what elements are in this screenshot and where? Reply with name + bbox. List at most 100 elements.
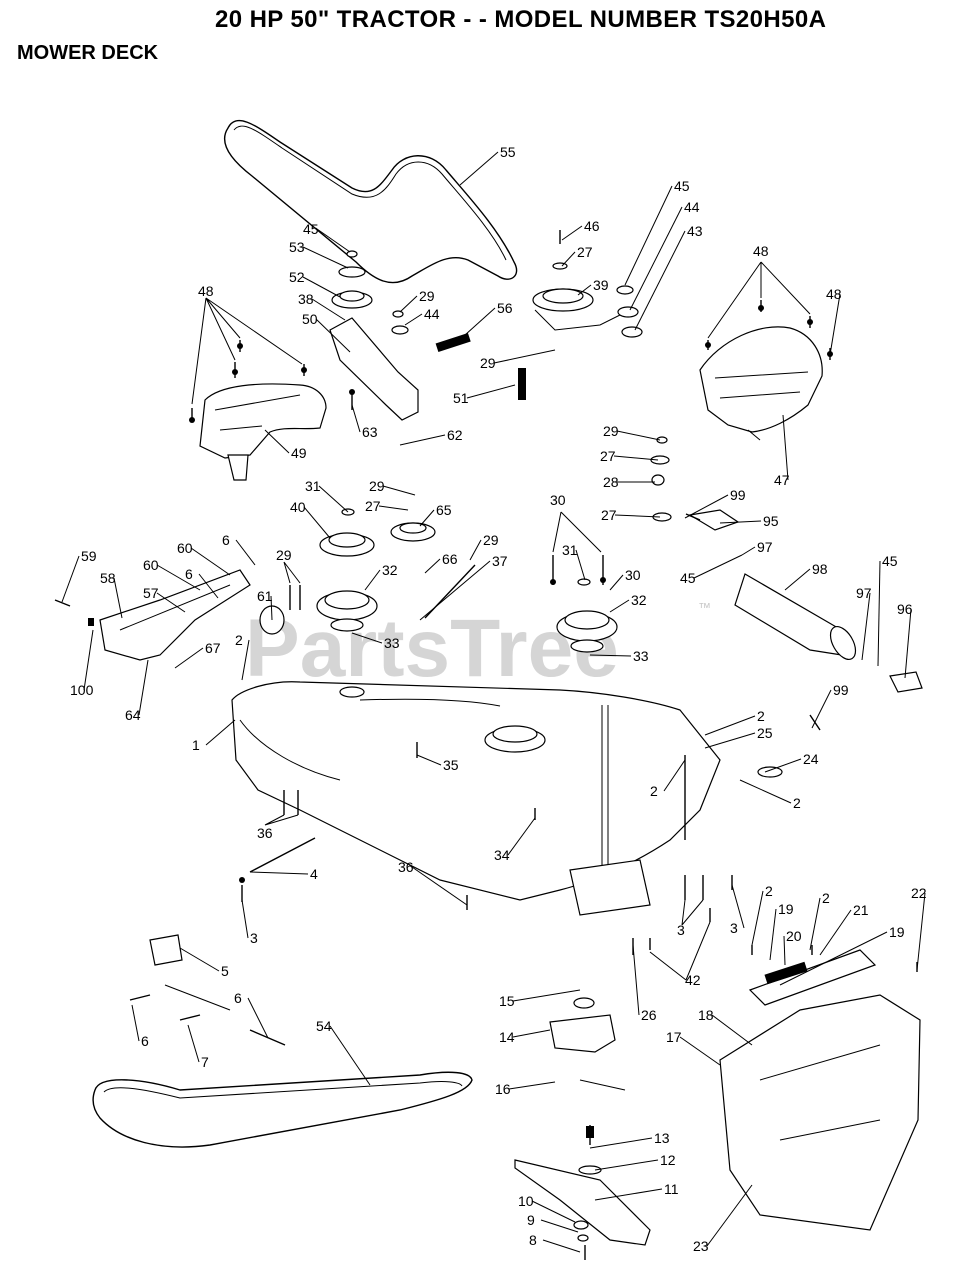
- callout-leader-c11: [594, 1188, 663, 1201]
- callout-leader-c30b: [609, 574, 624, 591]
- callout-c2e: 2: [765, 883, 773, 899]
- callout-leader-c39: [577, 284, 592, 296]
- callout-c32a: 32: [382, 562, 398, 578]
- callout-leader-c27c: [614, 514, 661, 518]
- blade-clutch: [549, 1014, 616, 1053]
- callout-c45b: 45: [674, 178, 690, 194]
- callout-c2b: 2: [757, 708, 765, 724]
- rear-spring: [764, 961, 808, 985]
- callout-c62: 62: [447, 427, 463, 443]
- callout-c56: 56: [497, 300, 513, 316]
- watermark-text: PartsTree: [245, 603, 619, 694]
- callout-c32b: 32: [631, 592, 647, 608]
- callout-leader-c65: [419, 509, 435, 527]
- callout-c7: 7: [201, 1054, 209, 1070]
- callout-leader-c8: [542, 1239, 581, 1253]
- callout-leader-c12: [594, 1159, 659, 1171]
- callout-leader-c29c: [616, 430, 661, 441]
- callout-c33a: 33: [384, 635, 400, 651]
- callout-leader-c67: [174, 647, 204, 669]
- callout-c99a: 99: [730, 487, 746, 503]
- callout-c27d: 27: [365, 498, 381, 514]
- callout-c58: 58: [100, 570, 116, 586]
- callout-c51: 51: [453, 390, 469, 406]
- callout-leader-c29d: [382, 485, 416, 496]
- callout-c4: 4: [310, 866, 318, 882]
- callout-leader-c38: [311, 298, 346, 321]
- callout-leader-c51: [466, 384, 516, 399]
- callout-leader-c4: [249, 871, 309, 875]
- callout-c29d: 29: [369, 478, 385, 494]
- callout-c43: 43: [687, 223, 703, 239]
- callout-c99b: 99: [833, 682, 849, 698]
- callout-c40: 40: [290, 499, 306, 515]
- callout-c64: 64: [125, 707, 141, 723]
- idler-arm: [329, 317, 419, 421]
- callout-leader-c18: [711, 1014, 753, 1046]
- callout-c3a: 3: [250, 930, 258, 946]
- callout-leader-c2e: [751, 890, 764, 946]
- diagram-title: 20 HP 50" TRACTOR - - MODEL NUMBER TS20H…: [215, 6, 827, 33]
- callout-c6b: 6: [185, 566, 193, 582]
- callout-c63: 63: [362, 424, 378, 440]
- callout-leader-c31a: [318, 485, 349, 513]
- callout-leader-c2d: [739, 779, 792, 804]
- callout-c96: 96: [897, 601, 913, 617]
- callout-c12: 12: [660, 1152, 676, 1168]
- callout-leader-c55a: [459, 151, 499, 186]
- callout-c19b: 19: [889, 924, 905, 940]
- callout-leader-c44b: [629, 206, 683, 311]
- callout-leader-c45d: [877, 560, 881, 667]
- callout-c61: 61: [257, 588, 273, 604]
- callout-leader-c32a: [364, 569, 381, 591]
- callout-leader-c1: [205, 719, 236, 746]
- callout-leader-c45b: [624, 185, 673, 286]
- deck-drum-tube: [734, 573, 849, 657]
- callout-leader-c46: [561, 225, 583, 241]
- callout-c97a: 97: [757, 539, 773, 555]
- callout-c18: 18: [698, 1007, 714, 1023]
- callout-c52: 52: [289, 269, 305, 285]
- callout-leader-c50: [315, 318, 351, 353]
- callout-leader-c98: [784, 568, 811, 591]
- callout-leader-c17: [679, 1036, 721, 1066]
- callout-leader-c54: [329, 1025, 371, 1086]
- callout-c39: 39: [593, 277, 609, 293]
- left-lift-arm: [99, 569, 251, 661]
- callout-leader-c59: [61, 555, 80, 603]
- callout-c31b: 31: [562, 542, 578, 558]
- callout-c29e: 29: [483, 532, 499, 548]
- callout-c8: 8: [529, 1232, 537, 1248]
- callout-leader-c25: [704, 732, 756, 749]
- callout-c21: 21: [853, 902, 869, 918]
- callout-leader-c35: [416, 754, 442, 766]
- callout-leader-c64: [138, 659, 149, 716]
- callout-c97b: 97: [856, 585, 872, 601]
- callout-c6c: 6: [234, 990, 242, 1006]
- callout-leader-c58: [113, 577, 123, 619]
- callout-leader-c36b: [411, 866, 468, 906]
- callout-c44b: 44: [684, 199, 700, 215]
- callout-leader-c99b: [811, 689, 832, 729]
- callout-c6d: 6: [141, 1033, 149, 1049]
- callout-c2f: 2: [822, 890, 830, 906]
- callout-leader-c33a: [351, 632, 383, 644]
- callout-leader-c97b: [861, 592, 871, 661]
- part-drawings: [54, 119, 923, 1260]
- callout-c13: 13: [654, 1130, 670, 1146]
- callout-c3c: 3: [730, 920, 738, 936]
- callout-c36b: 36: [398, 859, 414, 875]
- callout-c55a: 55: [500, 144, 516, 160]
- callout-leader-c44a: [404, 313, 423, 326]
- callout-leader-c37: [419, 560, 491, 621]
- callout-c11: 11: [664, 1181, 679, 1197]
- callout-leader-c23: [706, 1184, 753, 1247]
- callout-leader-c5: [179, 947, 220, 972]
- callout-c23: 23: [693, 1238, 709, 1254]
- callout-c48c: 48: [826, 286, 842, 302]
- callout-leader-c62: [399, 434, 446, 446]
- callout-c29c: 29: [603, 423, 619, 439]
- callout-leader-c6d: [131, 1004, 140, 1042]
- callout-c48a: 48: [198, 283, 214, 299]
